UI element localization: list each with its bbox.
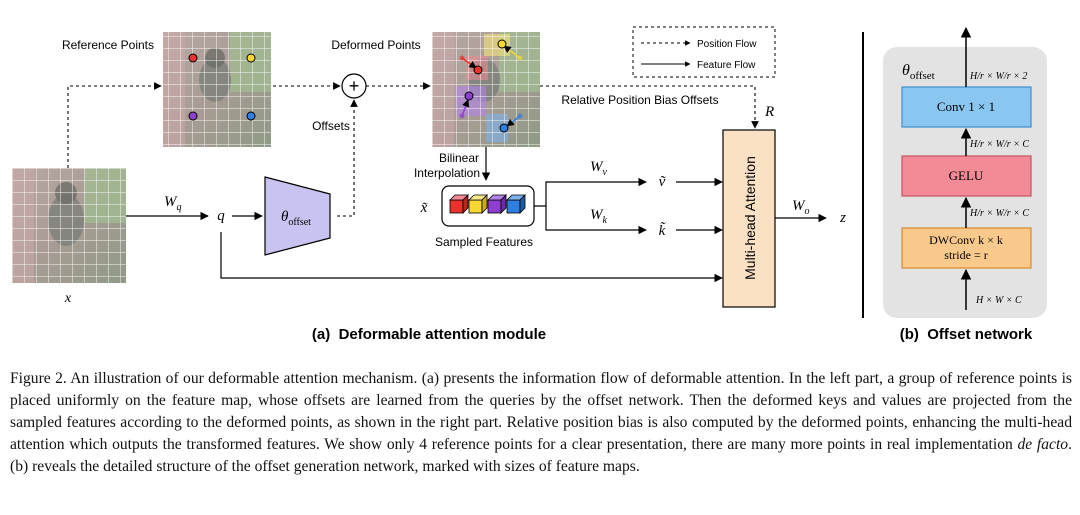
theta-label: θ [281, 209, 289, 225]
svg-text:Wo: Wo [792, 198, 810, 217]
reference-points-label: Reference Points [62, 38, 154, 52]
conv-block [901, 86, 1032, 128]
deformed-points-image [432, 32, 540, 147]
r-label: R [764, 104, 774, 120]
reference-point-red [188, 53, 198, 63]
theta-offset-block: θoffset [264, 176, 331, 256]
v-tilde-label: ṽ [659, 174, 667, 190]
size-mid1-label: H/r × W/r × C [969, 139, 1029, 150]
sampled-features-box [441, 185, 535, 227]
dwconv-block [901, 227, 1032, 269]
figure-caption: Figure 2. An illustration of our deforma… [10, 368, 1072, 478]
conv-label: Conv 1 × 1 [937, 99, 995, 114]
relative-bias-label: Relative Position Bias Offsets [561, 93, 718, 107]
wk-sub: k [603, 215, 608, 226]
q-label: q [217, 208, 225, 224]
wq-label: W [164, 194, 178, 210]
svg-text:θoffset: θoffset [902, 62, 935, 82]
caption-emphasis: de facto [1017, 436, 1069, 453]
deformed-points-label: Deformed Points [331, 38, 420, 52]
bilinear-label-2: Interpolation [414, 166, 480, 180]
panel-b-title: (b) Offset network [900, 326, 1033, 343]
multi-head-attention-block: Multi-head Attention [722, 129, 776, 308]
k-tilde-label: k̃ [659, 222, 666, 239]
caption-prefix: Figure 2. An illustration of our deforma… [10, 370, 1072, 453]
deformed-point-red [473, 65, 483, 75]
wk-label: W [590, 207, 604, 223]
legend: Position Flow Feature Flow [632, 26, 776, 78]
gelu-label: GELU [949, 168, 984, 183]
offsets-label: Offsets [312, 119, 350, 133]
gelu-block [901, 155, 1032, 197]
figure: Reference Points Deformed Points x [12, 26, 1047, 343]
theta-sub: offset [288, 217, 311, 228]
z-label: z [839, 210, 846, 226]
mha-label: Multi-head Attention [742, 156, 758, 280]
reference-point-purple [188, 111, 198, 121]
legend-feature-flow: Feature Flow [697, 60, 756, 71]
wo-label: W [792, 198, 806, 214]
caption-suffix: . (b) reveals the detailed structure of … [10, 436, 1072, 475]
bilinear-label-1: Bilinear [439, 151, 479, 165]
svg-text:Wk: Wk [590, 207, 608, 226]
x-label: x [64, 291, 72, 306]
svg-text:θoffset: θoffset [281, 209, 311, 228]
svg-text:Wq: Wq [164, 194, 182, 213]
feature-cube-purple [487, 194, 507, 214]
sampled-features-label: Sampled Features [435, 235, 533, 249]
size-top-label: H/r × W/r × 2 [969, 71, 1027, 82]
dwconv-label-2: stride = r [944, 248, 987, 262]
wo-sub: o [805, 206, 810, 217]
deformed-point-yellow [497, 39, 507, 49]
legend-position-flow: Position Flow [697, 39, 757, 50]
reference-point-yellow [246, 53, 256, 63]
feature-cube-red [449, 194, 469, 214]
offset-network-panel: H × W × C DWConv k × k stride = r H/r × … [883, 26, 1047, 318]
wq-sub: q [177, 202, 182, 213]
deformed-point-blue [499, 123, 509, 133]
plus-symbol: + [349, 76, 360, 96]
reference-point-blue [246, 111, 256, 121]
size-bottom-label: H × W × C [975, 295, 1022, 306]
panel-a-title: (a) Deformable attention module [312, 326, 546, 343]
wv-sub: v [603, 167, 608, 178]
svg-text:Wv: Wv [590, 159, 608, 178]
panel-b-theta-sub: offset [910, 70, 935, 82]
panel-b-theta-label: θ [902, 62, 910, 79]
input-feature-image [12, 168, 126, 283]
plus-node: + [341, 73, 367, 99]
wv-label: W [590, 159, 604, 175]
size-mid2-label: H/r × W/r × C [969, 208, 1029, 219]
reference-points-image [163, 32, 271, 147]
feature-cube-blue [506, 194, 526, 214]
feature-cube-yellow [468, 194, 488, 214]
x-tilde-label: x̃ [420, 200, 428, 216]
dwconv-label-1: DWConv k × k [929, 233, 1003, 247]
deformed-point-purple [464, 91, 474, 101]
